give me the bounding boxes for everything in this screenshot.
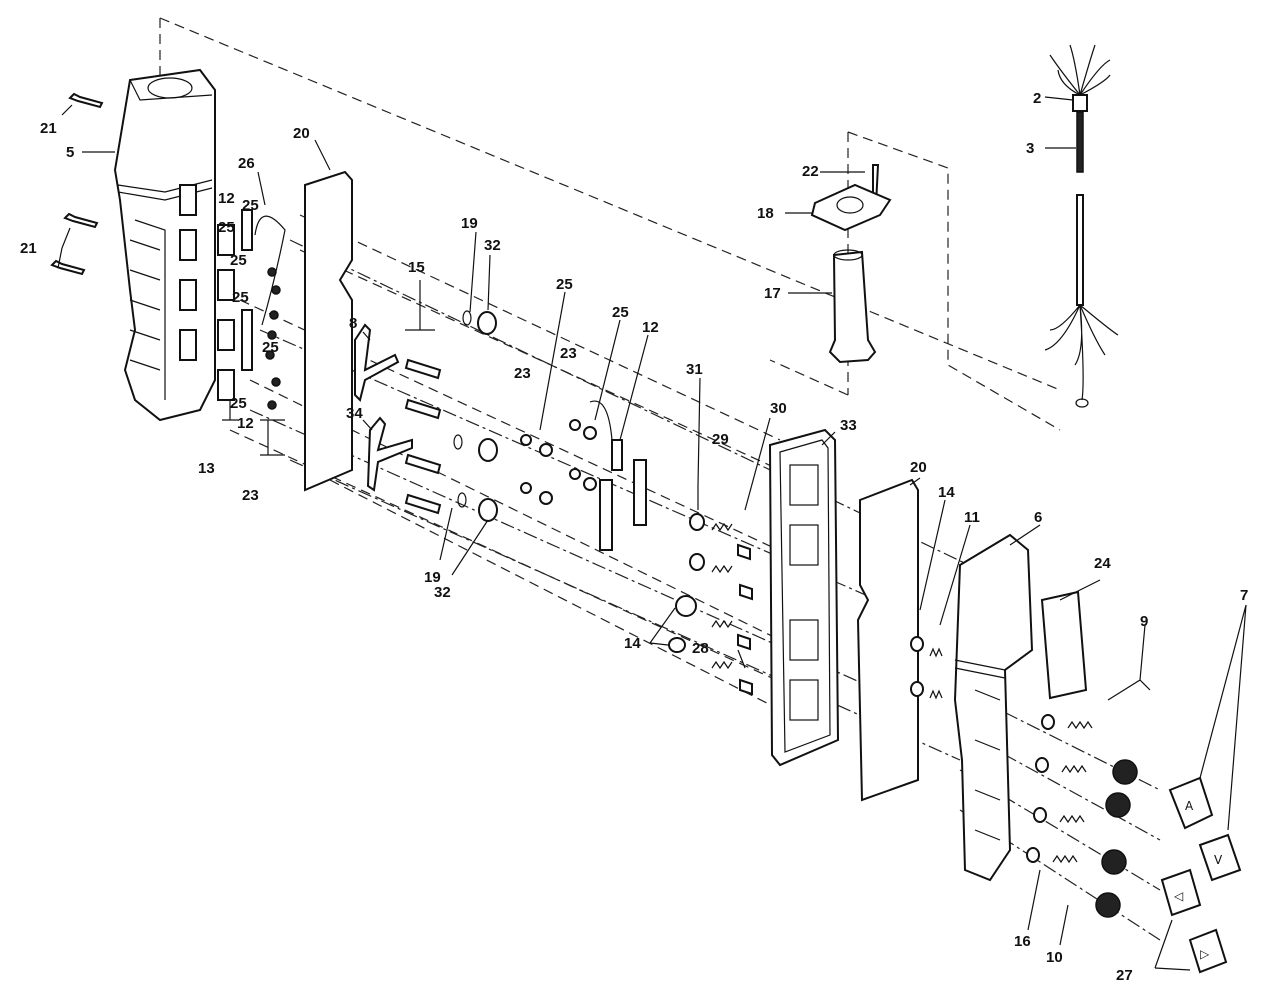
callout-22: 22 <box>802 163 819 180</box>
bushings-part-32 <box>477 311 498 522</box>
button-stack-row-4 <box>1026 847 1121 918</box>
cover-plate-part-33 <box>768 428 840 767</box>
middle-hardware <box>520 400 647 551</box>
callout-34: 34 <box>346 405 363 422</box>
button-cap-left: ◁ <box>1160 868 1202 917</box>
callout-21: 21 <box>40 120 57 137</box>
callout-10: 10 <box>1046 949 1063 966</box>
left-housing-part-5 <box>113 68 216 422</box>
button-cap-right: ▷ <box>1188 928 1228 974</box>
callout-5: 5 <box>66 144 74 161</box>
callout-25: 25 <box>556 276 573 293</box>
springs-part-29 <box>668 513 733 670</box>
callout-25: 25 <box>218 219 235 236</box>
callout-19: 19 <box>461 215 478 232</box>
contact-blocks-part-13 <box>179 184 253 401</box>
callout-25: 25 <box>232 289 249 306</box>
callout-18: 18 <box>757 205 774 222</box>
gasket-part-20-left <box>304 170 353 492</box>
screws-part-21 <box>50 92 104 276</box>
gasket-part-20-right <box>856 478 919 802</box>
button-cap-left-glyph: ◁ <box>1173 889 1183 903</box>
callout-28: 28 <box>692 640 709 657</box>
callout-6: 6 <box>1034 509 1042 526</box>
screws-part-15 <box>404 358 442 515</box>
flange-part-18 <box>810 183 892 232</box>
callout-17: 17 <box>764 285 781 302</box>
callout-20: 20 <box>293 125 310 142</box>
cable-part-3 <box>1044 44 1119 408</box>
callout-23: 23 <box>242 487 259 504</box>
callout-25: 25 <box>230 252 247 269</box>
callout-31: 31 <box>686 361 703 378</box>
right-housing-part-6 <box>953 533 1034 882</box>
callout-24: 24 <box>1094 555 1111 572</box>
screws-part-23 <box>265 267 281 410</box>
wire-part-26 <box>254 215 286 326</box>
lever-part-34 <box>366 416 413 492</box>
callout-14: 14 <box>938 484 955 501</box>
label-plate-part-24 <box>1040 590 1088 700</box>
button-cap-right-glyph: ▷ <box>1200 947 1210 961</box>
callout-8: 8 <box>349 315 357 332</box>
callout-11: 11 <box>964 509 980 526</box>
callout-32: 32 <box>484 237 501 254</box>
callout-25: 25 <box>242 197 259 214</box>
callout-25: 25 <box>612 304 629 321</box>
callout-16: 16 <box>1014 933 1031 950</box>
button-cap-up: A <box>1168 776 1214 830</box>
callout-12: 12 <box>642 319 659 336</box>
callout-12: 12 <box>237 415 254 432</box>
button-cap-up-glyph: A <box>1185 799 1194 813</box>
callout-32: 32 <box>434 584 451 601</box>
callout-14: 14 <box>624 635 641 652</box>
callout-15: 15 <box>408 259 425 276</box>
callout-19: 19 <box>424 569 441 586</box>
leader-lines <box>57 96 1247 971</box>
callout-7: 7 <box>1240 587 1248 604</box>
callout-labels: 21 5 26 12 25 25 25 25 25 25 21 12 13 23… <box>20 90 1248 984</box>
callout-26: 26 <box>238 155 255 172</box>
button-stack-row-1 <box>1041 714 1138 785</box>
callout-25: 25 <box>262 339 279 356</box>
callout-25: 25 <box>230 395 247 412</box>
callout-27: 27 <box>1116 967 1133 984</box>
callout-20: 20 <box>910 459 927 476</box>
callout-3: 3 <box>1026 140 1034 157</box>
washers-part-14 <box>910 636 924 697</box>
callout-30: 30 <box>770 400 787 417</box>
button-cap-down: V <box>1198 833 1242 882</box>
callout-2: 2 <box>1033 90 1041 107</box>
button-stack-row-2 <box>1035 757 1131 818</box>
callout-29: 29 <box>712 431 729 448</box>
plungers-part-30 <box>737 543 753 696</box>
callout-23: 23 <box>560 345 577 362</box>
callout-33: 33 <box>840 417 857 434</box>
callout-23: 23 <box>514 365 531 382</box>
button-stack-row-3 <box>1033 807 1127 875</box>
lever-part-8 <box>354 323 400 402</box>
callout-13: 13 <box>198 460 215 477</box>
callout-21: 21 <box>20 240 37 257</box>
callout-12: 12 <box>218 190 235 207</box>
boot-part-17 <box>828 249 877 364</box>
callout-9: 9 <box>1140 613 1148 630</box>
rings-part-19 <box>453 310 472 508</box>
button-cap-down-glyph: V <box>1214 853 1223 867</box>
springs-part-11 <box>929 647 943 700</box>
